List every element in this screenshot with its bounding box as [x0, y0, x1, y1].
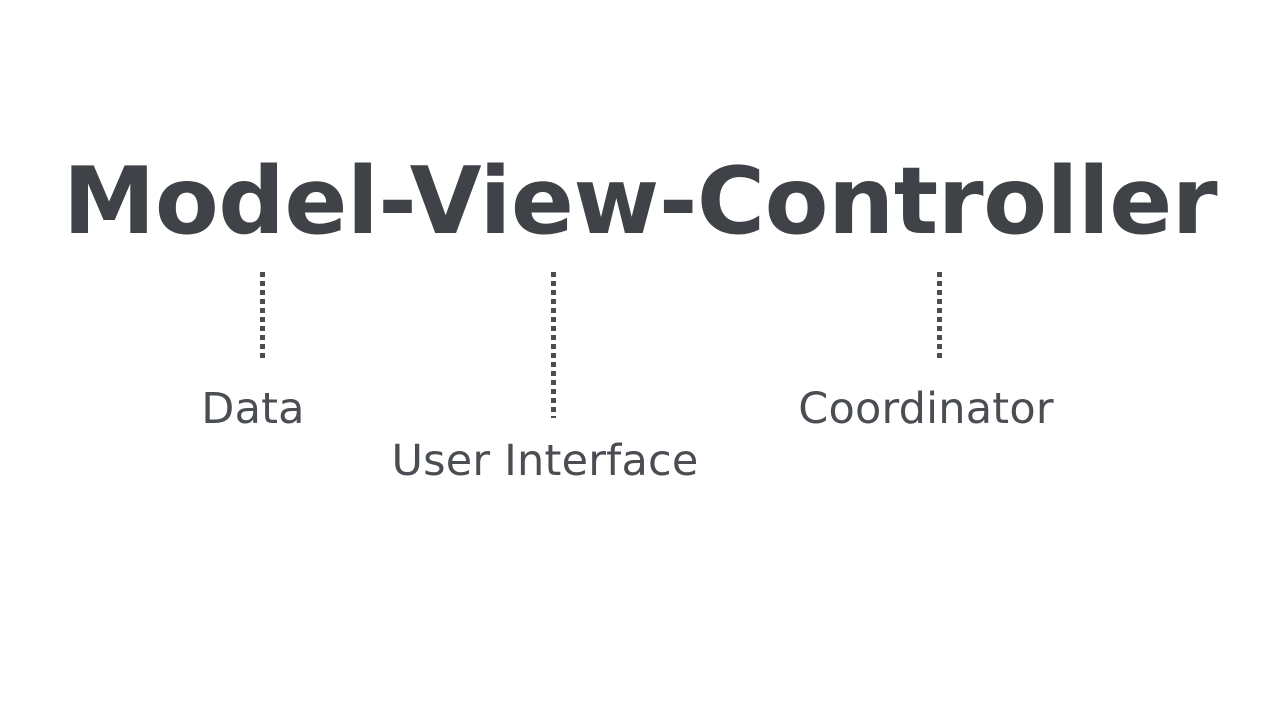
controller-connector-dotted-line [937, 272, 942, 362]
page-title: Model-View-Controller [62, 147, 1218, 255]
view-connector-dotted-line [551, 272, 556, 418]
controller-label: Coordinator [798, 384, 1054, 434]
model-label: Data [201, 384, 305, 434]
model-connector-dotted-line [260, 272, 265, 362]
view-label: User Interface [391, 436, 699, 486]
